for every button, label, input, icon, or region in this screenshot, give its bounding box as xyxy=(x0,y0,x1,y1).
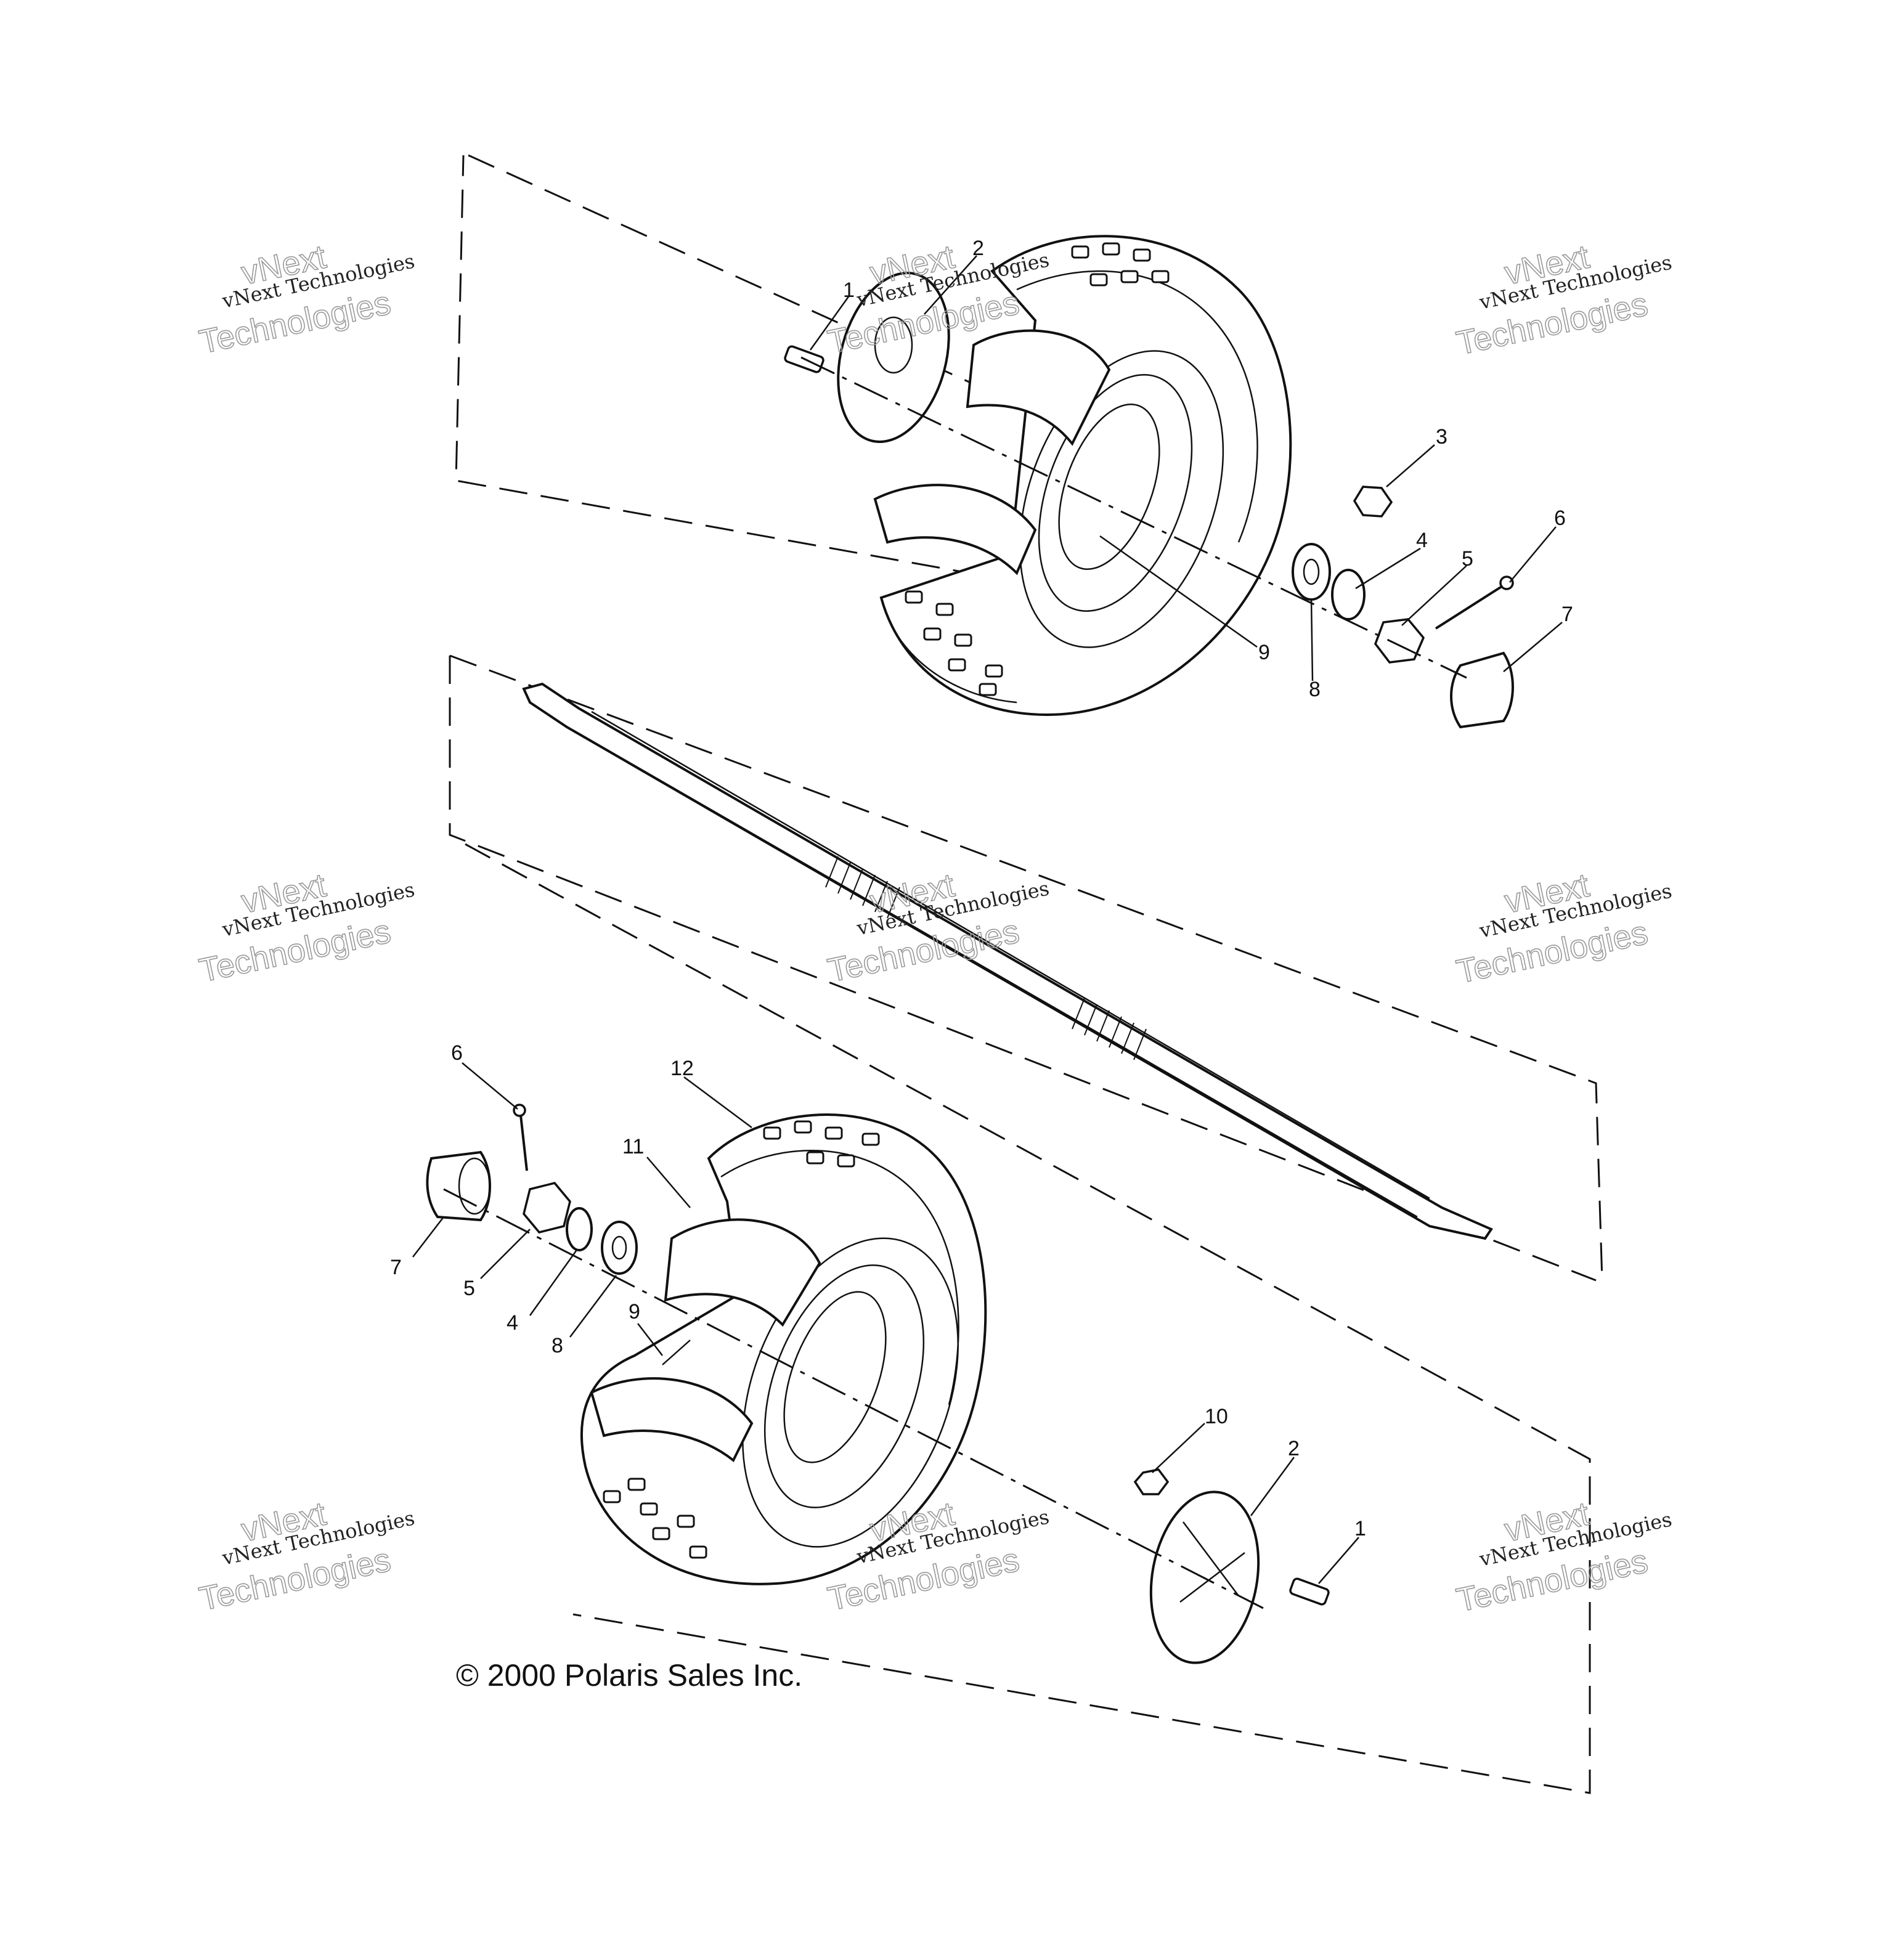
top-washer xyxy=(1292,543,1331,601)
callout-bottom-11: 11 xyxy=(622,1135,644,1158)
callout-bottom-1: 1 xyxy=(1354,1517,1366,1540)
bottom-washer xyxy=(601,1221,638,1275)
bottom-tread-blocks xyxy=(603,1120,880,1559)
callout-top-9: 9 xyxy=(1258,641,1270,664)
callout-bottom-10: 10 xyxy=(1205,1405,1228,1428)
watermark-mid-left: vNext vNext Technologies Technologies xyxy=(195,866,417,990)
callout-bottom-6: 6 xyxy=(451,1041,463,1065)
callout-top-4: 4 xyxy=(1416,529,1428,552)
watermark-top-left: vNext vNext Technologies Technologies xyxy=(195,238,417,362)
top-nut xyxy=(1353,486,1393,518)
top-tread-blocks xyxy=(905,242,1170,696)
bottom-bolt xyxy=(1289,1577,1330,1606)
callouts-bottom: 6 12 11 7 5 4 8 9 10 2 1 xyxy=(390,1041,1366,1540)
axle-splines xyxy=(825,856,1147,1060)
callout-top-2: 2 xyxy=(972,237,984,260)
bottom-tire xyxy=(580,1113,987,1585)
callout-bottom-4: 4 xyxy=(507,1311,518,1335)
watermark-mid-right: vNext vNext Technologies Technologies xyxy=(1453,866,1674,991)
callout-bottom-8: 8 xyxy=(552,1334,563,1357)
top-cotter-pin xyxy=(1435,584,1505,630)
callout-bottom-2: 2 xyxy=(1288,1437,1300,1460)
callout-bottom-5: 5 xyxy=(463,1277,475,1300)
callout-top-6: 6 xyxy=(1554,506,1566,530)
callout-bottom-12: 12 xyxy=(670,1057,694,1080)
watermark-bottom-right: vNext vNext Technologies Technologies xyxy=(1453,1495,1674,1620)
top-wheel-assembly xyxy=(784,235,1514,729)
watermark-top-right: vNext vNext Technologies Technologies xyxy=(1453,238,1674,363)
bottom-castle-nut xyxy=(523,1182,571,1234)
callout-top-1: 1 xyxy=(843,279,855,302)
axle xyxy=(522,682,1493,1240)
callout-bottom-9: 9 xyxy=(629,1300,640,1324)
bottom-cotter-pin xyxy=(519,1115,528,1171)
top-hub xyxy=(837,271,950,444)
callout-top-5: 5 xyxy=(1462,547,1473,571)
callout-bottom-7: 7 xyxy=(390,1256,402,1279)
bottom-wheel-assembly xyxy=(426,1104,1330,1664)
top-tire xyxy=(879,235,1292,717)
bottom-flange-nut xyxy=(1133,1468,1170,1495)
callout-top-8: 8 xyxy=(1309,678,1321,701)
callout-top-7: 7 xyxy=(1561,603,1573,626)
bottom-o-ring xyxy=(566,1207,593,1251)
callout-top-3: 3 xyxy=(1436,425,1447,449)
bottom-valve-stem xyxy=(662,1340,691,1365)
callouts-top: 1 2 3 4 5 6 7 8 9 xyxy=(843,237,1573,701)
leader-lines xyxy=(412,255,1563,1584)
watermark-bottom-left: vNext vNext Technologies Technologies xyxy=(195,1495,417,1619)
copyright-notice: © 2000 Polaris Sales Inc. xyxy=(456,1658,803,1693)
top-o-ring xyxy=(1331,569,1366,620)
top-castle-nut xyxy=(1374,618,1425,664)
top-hub-cap xyxy=(1450,651,1514,729)
